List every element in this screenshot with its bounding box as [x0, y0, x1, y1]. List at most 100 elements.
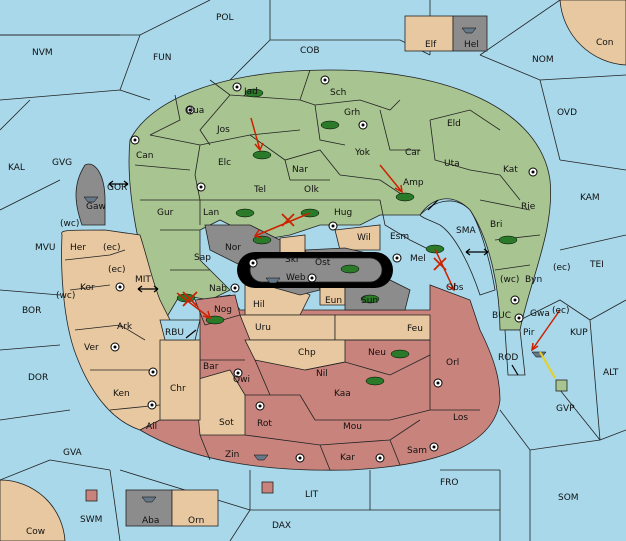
region-Wil: [334, 224, 381, 251]
land-label-Elc: Elc: [218, 158, 231, 168]
land-label-Kor: Kor: [80, 283, 95, 293]
land-label-wc1: (wc): [60, 219, 79, 229]
sea-label-BUC: BUC: [492, 311, 511, 321]
land-label-ec1: (ec): [103, 243, 121, 253]
land-label-Obs: Obs: [446, 283, 464, 293]
sea-labels: POL NVM FUN COB NOM Con Elf Hel OVD KAL …: [8, 13, 619, 537]
land-label-Zin: Zin: [225, 450, 239, 460]
sea-label-DAX: DAX: [272, 521, 291, 531]
connection-arrows: [108, 180, 519, 376]
sea-label-Aba: Aba: [142, 516, 159, 526]
land-label-Chr: Chr: [170, 384, 186, 394]
land-label-Grh: Grh: [344, 108, 360, 118]
land-label-Eun: Eun: [325, 296, 342, 306]
sea-label-COB: COB: [300, 46, 320, 56]
land-label-Uta: Uta: [444, 159, 460, 169]
land-label-Ail: Ail: [146, 422, 157, 432]
land-label-Gur: Gur: [157, 208, 174, 218]
land-label-Los: Los: [453, 413, 468, 423]
land-label-Hug: Hug: [334, 208, 352, 218]
land-label-Rie: Rie: [521, 202, 536, 212]
land-label-Ken: Ken: [113, 389, 130, 399]
land-label-Lan: Lan: [203, 208, 219, 218]
sea-label-ROD: ROD: [498, 353, 518, 363]
sea-label-POL: POL: [216, 13, 234, 23]
land-label-ec3: (ec): [553, 263, 571, 273]
sea-label-FRO: FRO: [440, 478, 459, 488]
sea-label-MVU: MVU: [35, 243, 56, 253]
land-label-Eld: Eld: [447, 119, 461, 129]
sea-label-NVM: NVM: [32, 48, 53, 58]
sea-label-Hel: Hel: [464, 40, 479, 50]
lake-ROD: [504, 329, 526, 376]
land-borders: [64, 69, 541, 471]
region-Sot: [194, 369, 246, 436]
sea-label-KAM: KAM: [580, 193, 600, 203]
region-Con: [559, 0, 626, 66]
region-Cow: [0, 479, 66, 541]
sea-label-Elf: Elf: [425, 40, 437, 50]
sea-label-LIT: LIT: [305, 490, 319, 500]
region-Hel: [452, 15, 488, 52]
sea-label-GOR: GOR: [107, 183, 127, 193]
sea-label-NOM: NOM: [532, 55, 554, 65]
land-label-Esm: Esm: [390, 232, 409, 242]
supply-centers: [110, 75, 538, 463]
sea-label-TEI: TEI: [589, 260, 604, 270]
land-label-Orl: Orl: [446, 358, 459, 368]
land-label-Rot: Rot: [257, 419, 272, 429]
land-label-Bar: Bar: [203, 362, 219, 372]
land-label-Nab: Nab: [209, 284, 227, 294]
land-label-Byn: Byn: [525, 275, 542, 285]
region-Gaw: [75, 163, 106, 226]
land-label-Yok: Yok: [354, 148, 371, 158]
land-label-Nog: Nog: [214, 305, 232, 315]
land-label-wc3: (wc): [56, 291, 75, 301]
land-label-Feu: Feu: [407, 324, 423, 334]
land-label-Qua: Qua: [186, 106, 204, 116]
sea-label-Cow: Cow: [26, 527, 45, 537]
sea-label-SWM: SWM: [80, 515, 102, 525]
region-Orn: [171, 489, 219, 527]
sea-label-FUN: FUN: [153, 53, 172, 63]
land-label-Jos: Jos: [216, 125, 230, 135]
land-label-Sam: Sam: [407, 446, 427, 456]
land-label-wc2: (wc): [500, 275, 519, 285]
land-label-Wil: Wil: [357, 233, 371, 243]
land-label-Hil: Hil: [253, 300, 265, 310]
land-label-Amp: Amp: [403, 178, 424, 188]
sea-label-Orn: Orn: [188, 516, 204, 526]
sea-label-BOR: BOR: [22, 306, 41, 316]
land-label-Uru: Uru: [255, 323, 271, 333]
land-label-Bri: Bri: [490, 220, 502, 230]
land-label-ec4: (ec): [552, 306, 570, 316]
sea-label-SOM: SOM: [558, 493, 579, 503]
region-SWM-unit: [85, 489, 98, 502]
sea-label-OVD: OVD: [557, 108, 577, 118]
sea-label-ALT: ALT: [603, 368, 619, 378]
land-label-Neu: Neu: [368, 348, 386, 358]
land-label-Sun: Sun: [361, 296, 378, 306]
sea-label-SMA: SMA: [456, 226, 476, 236]
sea-label-GVP: GVP: [556, 404, 575, 414]
lake-SMA: [419, 200, 496, 296]
fleet-units: [83, 27, 547, 503]
sea-label-DOR: DOR: [28, 373, 48, 383]
land-label-Tel: Tel: [253, 185, 266, 195]
land-label-Gaw: Gaw: [86, 202, 106, 212]
land-labels: Jad Sch Qua Grh Jos Eld Can Yok Car Elc …: [56, 87, 571, 463]
land-label-Her: Her: [70, 243, 86, 253]
sea-label-Con: Con: [596, 38, 614, 48]
land-label-Kat: Kat: [503, 165, 518, 175]
sea-label-KAL: KAL: [8, 163, 25, 173]
land-label-Mel: Mel: [410, 254, 426, 264]
land-label-Nar: Nar: [292, 165, 308, 175]
land-label-Skr: Skr: [285, 255, 300, 265]
order-crosses: [182, 213, 447, 307]
sea-label-MIT: MIT: [135, 275, 151, 285]
region-Elf: [404, 15, 454, 52]
land-label-Kaa: Kaa: [334, 389, 351, 399]
sea-label-GVG: GVG: [52, 158, 72, 168]
land-label-Ver: Ver: [84, 343, 99, 353]
